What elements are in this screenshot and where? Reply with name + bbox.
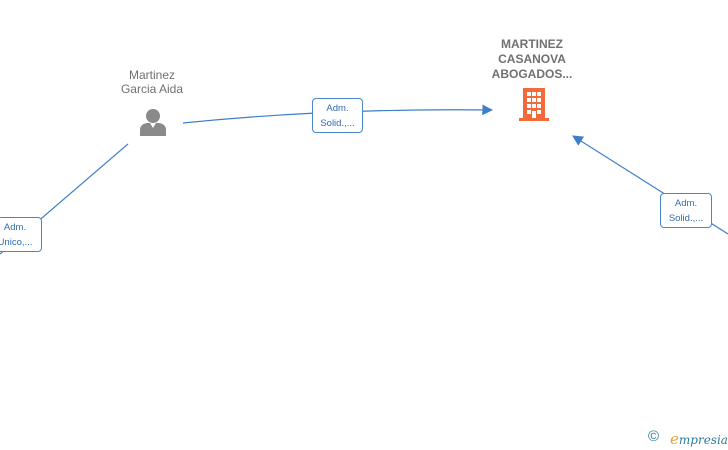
- brand-initial: e: [670, 430, 679, 448]
- edge-label-offscreen-person[interactable]: Adm. Unico,...: [0, 217, 42, 252]
- edge-label-line1: Adm.: [674, 198, 698, 209]
- company-name-line1: MARTINEZ: [501, 37, 563, 51]
- person-name-line1: Martinez: [128, 68, 175, 82]
- person-name-line2: Garcia Aida: [120, 82, 184, 96]
- edge-label-line1: Adm.: [326, 103, 349, 114]
- person-name-label[interactable]: Martinez Garcia Aida: [102, 68, 202, 96]
- edge-label-offscreen-company[interactable]: Adm. Solid.,...: [660, 193, 712, 228]
- company-name-line3: ABOGADOS...: [491, 67, 573, 81]
- empresia-brand[interactable]: © empresia: [648, 428, 728, 448]
- edge-label-line2: Solid.,...: [668, 213, 704, 224]
- company-name-label[interactable]: MARTINEZ CASANOVA ABOGADOS...: [472, 37, 592, 82]
- brand-rest: mpresia: [678, 433, 728, 447]
- person-icon[interactable]: [140, 109, 166, 136]
- edge-label-line1: Adm.: [3, 222, 27, 233]
- edge-label-line2: Solid.,...: [320, 118, 355, 129]
- edge-label-person-company[interactable]: Adm. Solid.,...: [312, 98, 363, 133]
- company-name-line2: CASANOVA: [498, 52, 566, 66]
- copyright-icon: ©: [648, 428, 660, 445]
- edge-label-line2: Unico,...: [0, 237, 33, 248]
- building-icon[interactable]: [519, 88, 549, 121]
- brand-name: empresia: [670, 430, 728, 448]
